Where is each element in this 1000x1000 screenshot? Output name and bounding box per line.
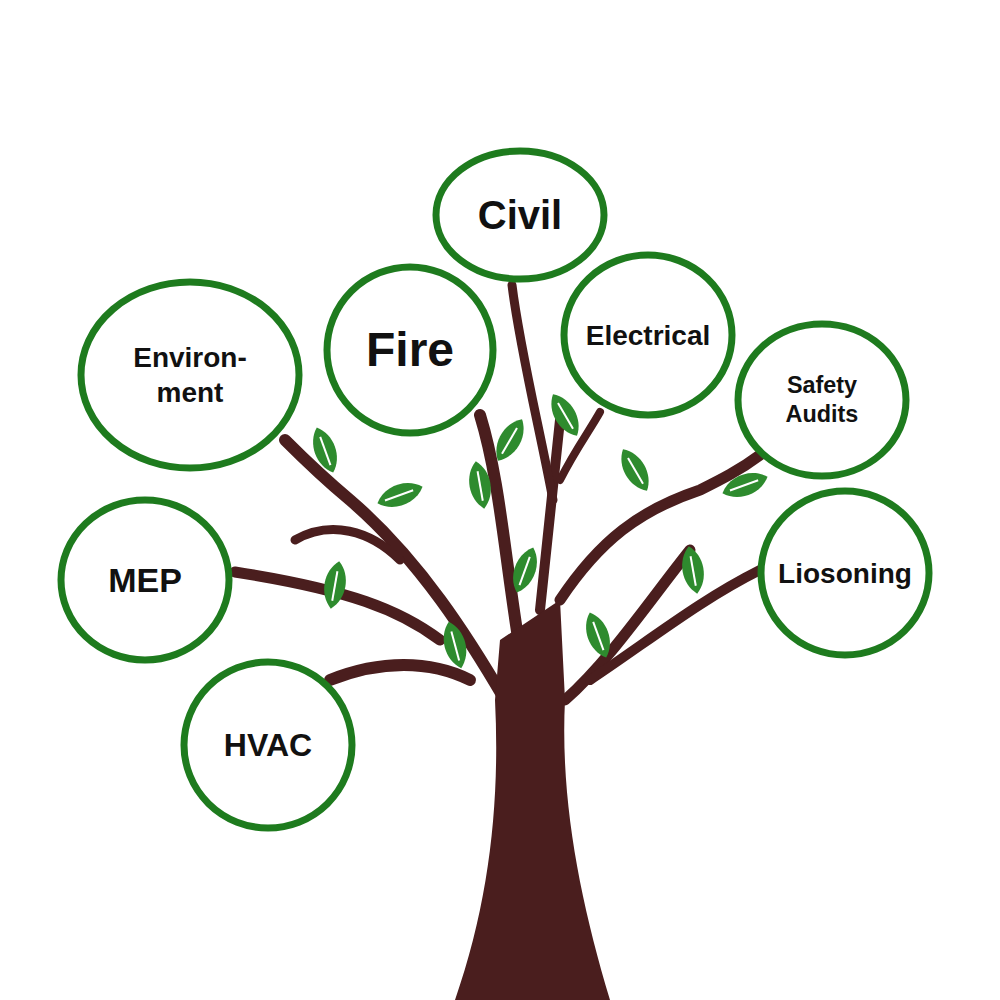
leaf bbox=[678, 545, 707, 596]
leaf bbox=[307, 424, 343, 476]
leaf bbox=[544, 389, 586, 441]
leaf bbox=[465, 460, 494, 511]
leaf bbox=[614, 444, 656, 496]
topic-label: Liosoning bbox=[778, 556, 912, 591]
topic-circle: Environ- ment bbox=[77, 278, 303, 472]
topic-circle: MEP bbox=[57, 496, 233, 664]
topic-circle: Liosoning bbox=[757, 487, 933, 659]
circle-outline bbox=[734, 320, 910, 480]
leaf bbox=[719, 467, 771, 503]
leaf bbox=[489, 414, 531, 466]
topic-circle: Safety Audits bbox=[734, 320, 910, 480]
leaf bbox=[320, 560, 349, 611]
leaf bbox=[374, 477, 426, 513]
leaf bbox=[439, 619, 472, 671]
topic-label: Electrical bbox=[586, 318, 711, 353]
leaf bbox=[507, 544, 543, 596]
topic-circle: Electrical bbox=[560, 251, 736, 419]
topic-label: Fire bbox=[366, 320, 454, 380]
circle-outline bbox=[77, 278, 303, 472]
leaf bbox=[580, 609, 616, 661]
topic-circle: HVAC bbox=[180, 658, 356, 832]
topic-circle: Civil bbox=[432, 147, 608, 283]
topic-label: Safety Audits bbox=[757, 371, 887, 430]
topic-label: Environ- ment bbox=[115, 340, 265, 410]
topic-label: Civil bbox=[478, 190, 562, 240]
topic-circle: Fire bbox=[323, 263, 497, 437]
topic-label: HVAC bbox=[224, 725, 312, 765]
topic-label: MEP bbox=[108, 559, 182, 602]
